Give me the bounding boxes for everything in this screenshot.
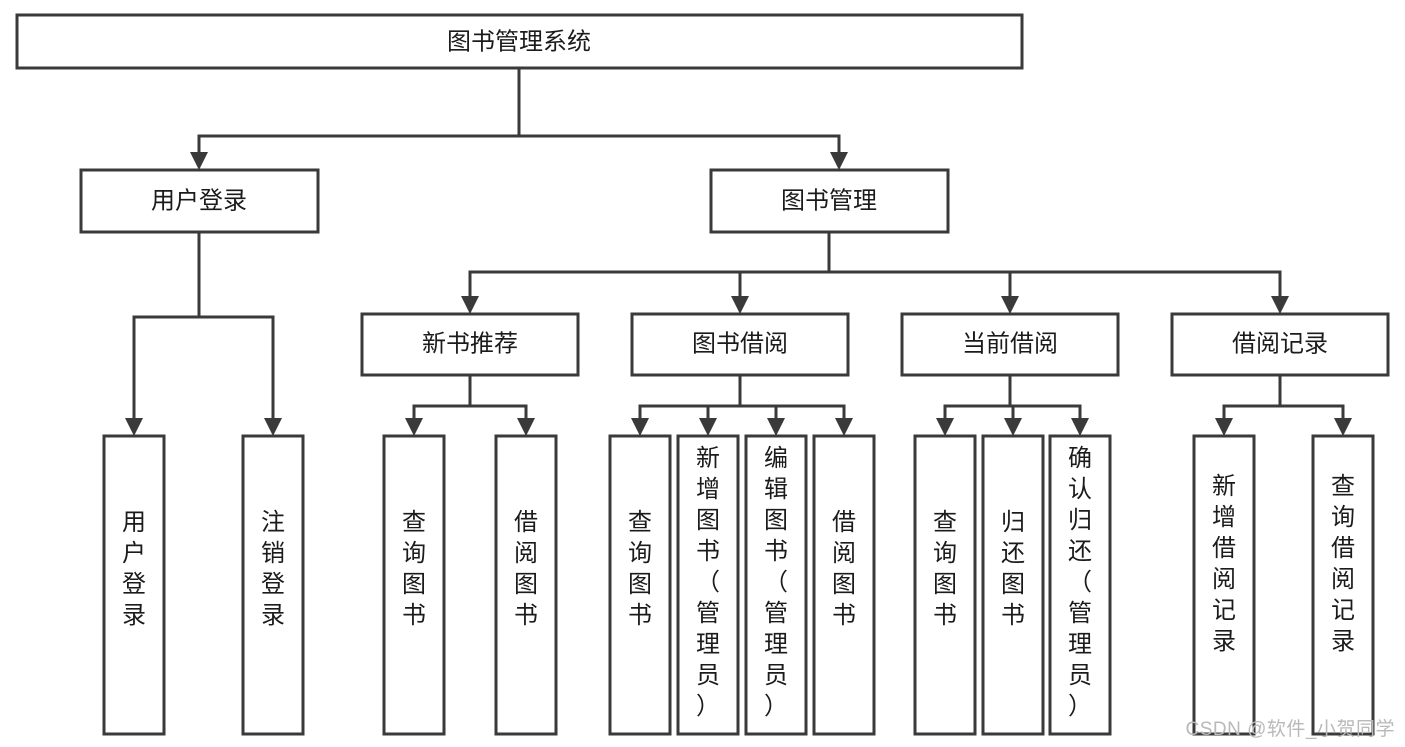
node-leaf-logout-login[interactable]: 注销登录	[241, 434, 305, 736]
node-leaf-add-book[interactable]: 新增图书（管理员）	[676, 434, 740, 736]
node-leaf-borrow-book-1[interactable]: 借阅图书	[494, 434, 558, 736]
node-root-label: 图书管理系统	[447, 28, 591, 55]
node-new-book-recommend[interactable]: 新书推荐	[360, 312, 580, 377]
node-leaf-return-book-label: 归还图书	[1001, 509, 1025, 629]
node-book-manage-label: 图书管理	[781, 187, 877, 214]
node-leaf-edit-book-label: 编辑图书（管理员）	[764, 445, 788, 720]
node-leaf-logout-login-label: 注销登录	[261, 509, 285, 629]
node-leaf-query-book-2-label: 查询图书	[628, 509, 652, 629]
node-borrow-record[interactable]: 借阅记录	[1170, 312, 1390, 377]
csdn-watermark: CSDN @软件_小贺同学	[1185, 719, 1395, 740]
node-leaf-query-book-2[interactable]: 查询图书	[608, 434, 672, 736]
node-current-borrow[interactable]: 当前借阅	[900, 312, 1120, 377]
node-new-book-recommend-label: 新书推荐	[422, 330, 518, 357]
node-leaf-borrow-book-1-label: 借阅图书	[514, 509, 538, 629]
node-user-login-label: 用户登录	[151, 187, 247, 214]
node-leaf-edit-book[interactable]: 编辑图书（管理员）	[744, 434, 808, 736]
node-leaf-borrow-book-2[interactable]: 借阅图书	[812, 434, 876, 736]
node-current-borrow-label: 当前借阅	[962, 330, 1058, 357]
node-leaf-add-record[interactable]: 新增借阅记录	[1192, 434, 1256, 736]
node-user-login[interactable]: 用户登录	[79, 168, 320, 234]
node-leaf-borrow-book-2-label: 借阅图书	[832, 509, 856, 629]
node-leaf-user-login-label: 用户登录	[122, 509, 146, 629]
connector-newbook-to-leaves	[405, 373, 535, 436]
node-leaf-query-record-label: 查询借阅记录	[1331, 473, 1355, 655]
node-leaf-add-book-label: 新增图书（管理员）	[696, 445, 720, 720]
connector-bookmanage-to-level3	[461, 230, 1289, 314]
node-book-manage[interactable]: 图书管理	[709, 168, 950, 234]
node-borrow-record-label: 借阅记录	[1232, 330, 1328, 357]
node-leaf-confirm-return-label: 确认归还（管理员）	[1068, 445, 1092, 720]
node-leaf-confirm-return[interactable]: 确认归还（管理员）	[1048, 434, 1112, 736]
connector-userlogin-to-leaves	[125, 230, 282, 436]
node-root[interactable]: 图书管理系统	[15, 13, 1024, 70]
connector-bookborrow-to-leaves	[631, 373, 853, 436]
node-book-borrow[interactable]: 图书借阅	[630, 312, 850, 377]
connector-currentborrow-to-leaves	[936, 373, 1089, 436]
node-leaf-user-login[interactable]: 用户登录	[102, 434, 166, 736]
node-leaf-add-record-label: 新增借阅记录	[1212, 473, 1236, 655]
node-leaf-query-book-1[interactable]: 查询图书	[382, 434, 446, 736]
node-book-borrow-label: 图书借阅	[692, 330, 788, 357]
node-leaf-query-record[interactable]: 查询借阅记录	[1311, 434, 1375, 736]
connector-root-to-level2	[190, 66, 848, 170]
node-leaf-query-book-3-label: 查询图书	[933, 509, 957, 629]
connector-borrowrecord-to-leaves	[1215, 373, 1352, 436]
node-leaf-return-book[interactable]: 归还图书	[981, 434, 1045, 736]
node-leaf-query-book-1-label: 查询图书	[402, 509, 426, 629]
node-leaf-query-book-3[interactable]: 查询图书	[913, 434, 977, 736]
